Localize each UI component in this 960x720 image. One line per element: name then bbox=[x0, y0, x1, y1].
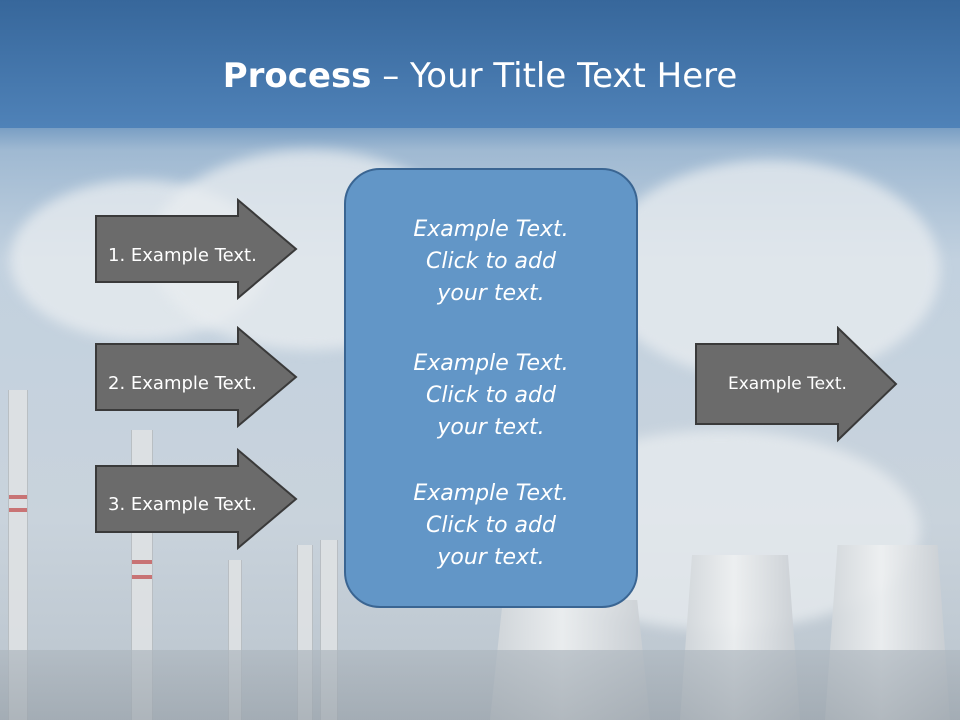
arrow-label: 1. Example Text. bbox=[108, 245, 257, 266]
process-arrow-2[interactable]: 2. Example Text. bbox=[94, 326, 300, 428]
arrow-shape bbox=[95, 198, 298, 300]
panel-line: your text. bbox=[437, 415, 545, 440]
arrow-label: 3. Example Text. bbox=[108, 494, 257, 515]
panel-text-block-1: Example Text. Click to add your text. bbox=[346, 214, 636, 310]
title-bold: Process bbox=[222, 56, 372, 96]
title-bar bbox=[0, 0, 960, 128]
panel-line: your text. bbox=[437, 545, 545, 570]
panel-line: your text. bbox=[437, 281, 545, 306]
result-arrow[interactable]: Example Text. bbox=[694, 326, 900, 446]
arrow-label: 2. Example Text. bbox=[108, 373, 257, 394]
process-arrow-3[interactable]: 3. Example Text. bbox=[94, 448, 300, 550]
industrial-ground bbox=[0, 650, 960, 720]
arrow-shape bbox=[95, 326, 298, 428]
panel-text-block-3: Example Text. Click to add your text. bbox=[346, 478, 636, 574]
arrow-shape bbox=[95, 448, 298, 550]
panel-line: Example Text. bbox=[413, 481, 569, 506]
process-arrow-1[interactable]: 1. Example Text. bbox=[94, 198, 300, 300]
panel-line: Example Text. bbox=[413, 217, 569, 242]
arrow-shape bbox=[695, 326, 898, 443]
center-panel[interactable]: Example Text. Click to add your text. Ex… bbox=[344, 168, 638, 608]
panel-line: Click to add bbox=[426, 513, 556, 538]
panel-line: Click to add bbox=[426, 249, 556, 274]
arrow-label: Example Text. bbox=[728, 374, 847, 394]
panel-line: Example Text. bbox=[413, 351, 569, 376]
slide-title[interactable]: Process – Your Title Text Here bbox=[0, 54, 960, 98]
panel-text-block-2: Example Text. Click to add your text. bbox=[346, 348, 636, 444]
chimney bbox=[8, 390, 28, 720]
panel-line: Click to add bbox=[426, 383, 556, 408]
title-rest: – Your Title Text Here bbox=[371, 56, 738, 96]
